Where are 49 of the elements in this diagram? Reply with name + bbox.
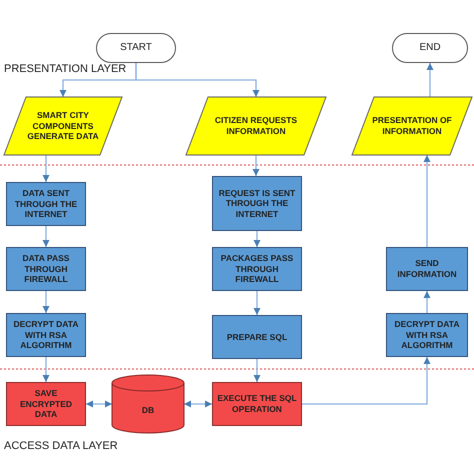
node-label: DECRYPT DATA WITH RSA ALGORITHM: [12, 319, 80, 351]
arrow: [86, 400, 112, 408]
arrow: [424, 155, 430, 247]
arrow: [254, 359, 260, 382]
arrow: [426, 63, 434, 97]
arrow: [42, 226, 50, 247]
node-label: SEND INFORMATION: [396, 258, 458, 280]
input-parallelogram: [352, 97, 472, 155]
arrow: [42, 155, 50, 182]
layer-label: PRESENTATION LAYER: [4, 63, 126, 75]
arrow: [254, 291, 260, 315]
node-label: DATA PASS THROUGH FIREWALL: [22, 253, 70, 285]
node-label: DB: [140, 404, 156, 416]
terminal-box: [96, 33, 176, 63]
input-parallelogram: [186, 97, 326, 155]
node-label: DATA SENT THROUGH THE INTERNET: [14, 188, 78, 220]
arrow: [135, 63, 260, 97]
node-label: EXECUTE THE SQL OPERATION: [216, 393, 298, 415]
layer-label: ACCESS DATA LAYER: [4, 440, 118, 452]
node-label: END: [418, 42, 442, 54]
node-label: CITIZEN REQUESTS INFORMATION: [214, 115, 298, 137]
database-cylinder: [112, 375, 184, 433]
arrow: [184, 400, 212, 408]
node-label: SMART CITY COMPONENTS GENERATE DATA: [26, 110, 100, 142]
node-label: SAVE ENCRYPTED DATA: [18, 388, 74, 420]
process-box: [386, 247, 468, 291]
node-label: REQUEST IS SENT THROUGH THE INTERNET: [218, 188, 296, 220]
process-box: [6, 247, 86, 291]
node-label: PACKAGES PASS THROUGH FIREWALL: [220, 253, 294, 285]
process-box: [6, 182, 86, 226]
process-box: [212, 176, 302, 231]
process-box: [6, 313, 86, 357]
input-parallelogram: [4, 97, 122, 155]
node-label: START: [119, 42, 153, 54]
arrow: [302, 357, 430, 405]
node-label: DECRYPT DATA WITH RSA ALGORITHM: [393, 319, 460, 351]
process-box: [212, 315, 302, 359]
node-label: PREPARE SQL: [226, 332, 288, 342]
arrow: [42, 291, 50, 313]
terminal-box: [392, 33, 468, 63]
process-box: [386, 313, 468, 357]
arrow: [424, 291, 430, 313]
node-label: PRESENTATION OF INFORMATION: [371, 115, 453, 137]
arrow: [42, 357, 50, 382]
data-box: [6, 382, 86, 426]
data-box: [212, 382, 302, 426]
process-box: [212, 247, 302, 291]
arrow: [254, 231, 260, 247]
arrow: [252, 155, 260, 176]
